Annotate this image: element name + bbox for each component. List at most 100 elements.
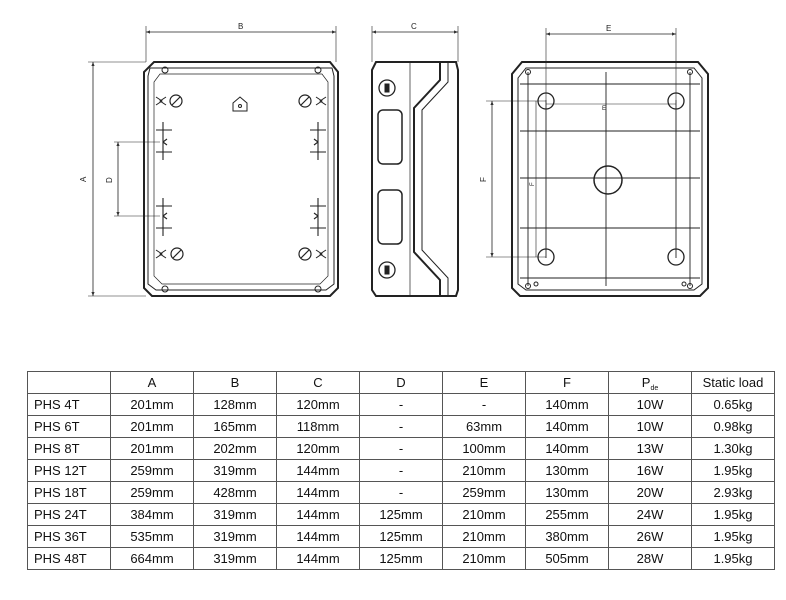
dimension-label-e-inner: E <box>602 106 606 112</box>
cell-model: PHS 36T <box>27 525 111 548</box>
cell-a: 664mm <box>110 547 194 570</box>
cell-static-load: 1.95kg <box>691 547 775 570</box>
cell-e: 210mm <box>442 525 526 548</box>
cell-a: 201mm <box>110 437 194 460</box>
table-header-row: A B C D E F Pde Static load <box>27 371 775 394</box>
cell-f: 130mm <box>525 481 609 504</box>
back-view <box>486 28 709 297</box>
dimension-label-e: E <box>606 24 611 33</box>
cell-a: 535mm <box>110 525 194 548</box>
cell-a: 384mm <box>110 503 194 526</box>
cell-static-load: 0.65kg <box>691 393 775 416</box>
dimension-label-f-inner: F <box>530 182 536 186</box>
cell-d: - <box>359 481 443 504</box>
cell-c: 144mm <box>276 459 360 482</box>
dimension-label-d: D <box>105 177 114 183</box>
cell-b: 202mm <box>193 437 277 460</box>
pde-letter: P <box>641 375 651 390</box>
cell-pde: 16W <box>608 459 692 482</box>
dimension-label-c: C <box>411 22 417 31</box>
cell-model: PHS 24T <box>27 503 111 526</box>
cell-b: 319mm <box>193 525 277 548</box>
cell-model: PHS 18T <box>27 481 111 504</box>
cell-c: 144mm <box>276 525 360 548</box>
cell-e: 210mm <box>442 547 526 570</box>
cell-b: 319mm <box>193 503 277 526</box>
cell-e: 100mm <box>442 437 526 460</box>
cell-static-load: 2.93kg <box>691 481 775 504</box>
column-header-f: F <box>525 371 609 394</box>
cell-b: 319mm <box>193 547 277 570</box>
cell-pde: 26W <box>608 525 692 548</box>
cell-b: 128mm <box>193 393 277 416</box>
cell-f: 140mm <box>525 393 609 416</box>
cell-f: 505mm <box>525 547 609 570</box>
cell-model: PHS 48T <box>27 547 111 570</box>
column-header-b: B <box>193 371 277 394</box>
column-header-a: A <box>110 371 194 394</box>
cell-b: 319mm <box>193 459 277 482</box>
side-view <box>371 26 459 297</box>
cell-d: - <box>359 437 443 460</box>
cell-d: - <box>359 415 443 438</box>
column-header-pde: Pde <box>608 371 692 394</box>
cell-e: 210mm <box>442 459 526 482</box>
cell-model: PHS 4T <box>27 393 111 416</box>
cell-static-load: 1.95kg <box>691 503 775 526</box>
cell-a: 259mm <box>110 459 194 482</box>
cell-f: 255mm <box>525 503 609 526</box>
cell-f: 130mm <box>525 459 609 482</box>
cell-pde: 10W <box>608 415 692 438</box>
column-header-d: D <box>359 371 443 394</box>
front-view <box>88 26 339 297</box>
column-header-e: E <box>442 371 526 394</box>
cell-a: 201mm <box>110 415 194 438</box>
cell-model: PHS 12T <box>27 459 111 482</box>
cell-c: 144mm <box>276 547 360 570</box>
dimension-label-f: F <box>479 177 488 182</box>
cell-f: 380mm <box>525 525 609 548</box>
cell-a: 259mm <box>110 481 194 504</box>
cell-c: 118mm <box>276 415 360 438</box>
cell-static-load: 0.98kg <box>691 415 775 438</box>
column-header-c: C <box>276 371 360 394</box>
column-header-model <box>27 371 111 394</box>
pde-subscript: de <box>650 385 659 392</box>
column-header-static-load: Static load <box>691 371 775 394</box>
cell-pde: 28W <box>608 547 692 570</box>
cell-d: 125mm <box>359 547 443 570</box>
cell-e: 63mm <box>442 415 526 438</box>
dimension-label-b: B <box>238 22 243 31</box>
technical-drawing: B A D C <box>79 22 709 297</box>
cell-static-load: 1.95kg <box>691 525 775 548</box>
cell-d: 125mm <box>359 503 443 526</box>
cell-model: PHS 8T <box>27 437 111 460</box>
cell-c: 144mm <box>276 503 360 526</box>
cell-pde: 13W <box>608 437 692 460</box>
cell-a: 201mm <box>110 393 194 416</box>
cell-d: - <box>359 459 443 482</box>
cell-pde: 20W <box>608 481 692 504</box>
cell-b: 428mm <box>193 481 277 504</box>
cell-d: 125mm <box>359 525 443 548</box>
dimension-label-a: A <box>79 176 88 182</box>
cell-static-load: 1.95kg <box>691 459 775 482</box>
cell-pde: 10W <box>608 393 692 416</box>
cell-c: 120mm <box>276 437 360 460</box>
cell-e: 259mm <box>442 481 526 504</box>
cell-e: - <box>442 393 526 416</box>
cell-c: 144mm <box>276 481 360 504</box>
cell-b: 165mm <box>193 415 277 438</box>
cell-e: 210mm <box>442 503 526 526</box>
cell-f: 140mm <box>525 437 609 460</box>
cell-model: PHS 6T <box>27 415 111 438</box>
cell-pde: 24W <box>608 503 692 526</box>
